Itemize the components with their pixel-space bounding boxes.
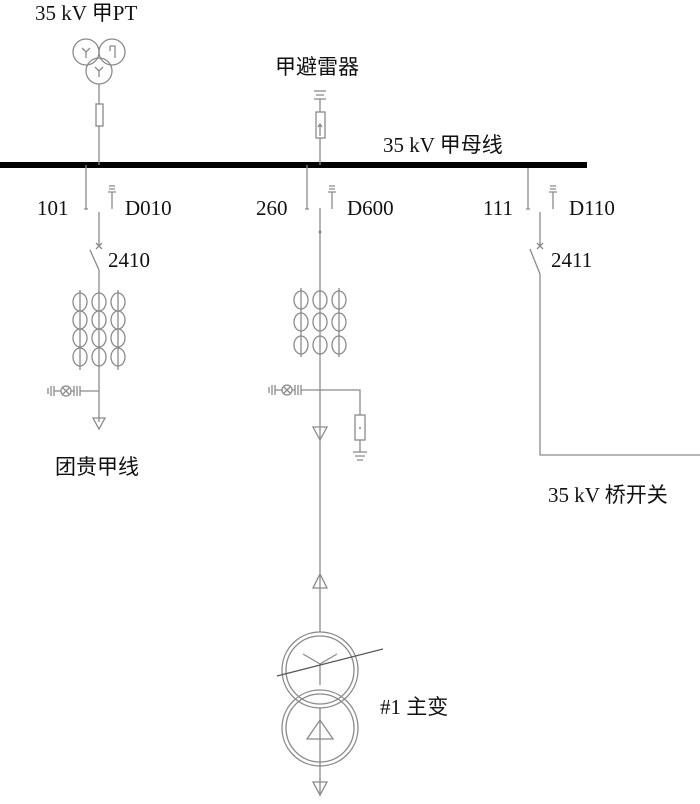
main-transformer [276,631,384,767]
arrester-symbol [314,90,326,165]
feeder1-switch-label: 2410 [108,248,150,272]
feeder2-breaker-label: 260 [256,196,288,220]
transformer-label: #1 主变 [380,695,449,719]
pt-label: 35 kV 甲PT [35,1,138,25]
surge-arrester [320,389,367,461]
ct-group [293,288,347,357]
ct-group [72,290,126,370]
arrester-label: 甲避雷器 [275,55,359,79]
feeder3-ground-label: D110 [569,196,615,220]
bus-label: 35 kV 甲母线 [383,133,503,157]
feeder1-name-label: 团贵甲线 [55,455,139,479]
pt-symbol [72,38,126,165]
busbar [0,162,587,168]
feeder3-breaker-label: 111 [483,196,513,220]
feeder-2 [268,165,384,797]
feeder3-switch-label: 2411 [551,248,593,272]
indicator-lamp [47,385,99,397]
indicator-lamp [268,384,320,396]
feeder-1 [47,165,126,431]
feeder2-ground-label: D600 [347,196,394,220]
feeder1-breaker-label: 101 [37,196,69,220]
feeder-3 [526,168,700,456]
feeder1-ground-label: D010 [125,196,172,220]
feeder3-name-label: 35 kV 桥开关 [548,483,668,507]
